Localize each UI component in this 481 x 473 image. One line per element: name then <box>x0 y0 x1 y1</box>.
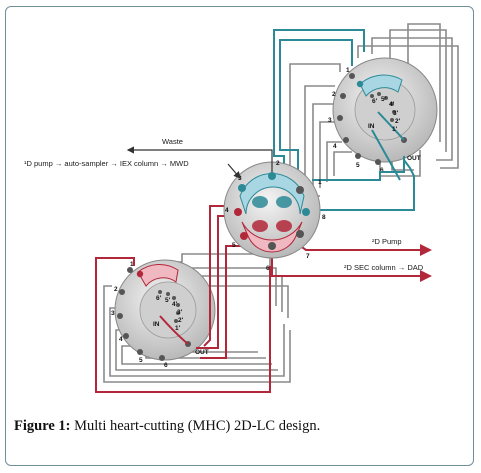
top-port-1p: 1' <box>392 126 398 133</box>
center-port-5: 5 <box>232 242 236 249</box>
top-port-1: 1 <box>346 67 350 74</box>
bottom-port-4p: 4' <box>172 301 178 308</box>
caption-label: Figure 1: <box>14 418 71 434</box>
bottom-port-1: 1 <box>130 261 134 268</box>
top-selector-valve <box>332 57 438 165</box>
top-port-4p: 4' <box>389 101 395 108</box>
bottom-valve-in: IN <box>153 321 160 328</box>
bottom-port-3: 3 <box>111 310 115 317</box>
figure-caption: Figure 1: Multi heart-cutting (MHC) 2D-L… <box>14 418 320 435</box>
bottom-valve-port-labels: 1 2 3 4 5 6 6' 5' 4' 3' 2' 1' IN OUT <box>111 261 209 369</box>
bottom-port-2p: 2' <box>178 317 184 324</box>
bottom-port-6p: 6' <box>156 295 162 302</box>
caption-text: Multi heart-cutting (MHC) 2D-LC design. <box>74 418 321 434</box>
bottom-port-3p: 3' <box>177 309 183 316</box>
top-port-5p: 5' <box>381 96 387 103</box>
center-port-6: 6 <box>266 265 270 272</box>
bottom-valve-out: OUT <box>195 349 209 356</box>
top-valve-in: IN <box>368 123 375 130</box>
top-port-2: 2 <box>332 91 336 98</box>
bottom-port-1p: 1' <box>175 325 181 332</box>
d1-pump-path-label: ¹D pump → auto-sampler → IEX column → MW… <box>24 159 189 168</box>
top-valve-port-labels: 1 2 3 4 5 6 6' 5' 4' 3' 2' 1' IN OUT <box>328 67 421 174</box>
d2-pump-label: ²D Pump <box>372 237 402 246</box>
center-port-7: 7 <box>306 253 310 260</box>
d2-sec-label: ²D SEC column → DAD <box>344 263 424 272</box>
top-port-4: 4 <box>333 143 337 150</box>
top-port-5: 5 <box>356 162 360 169</box>
bottom-port-5p: 5' <box>165 297 171 304</box>
bottom-port-5: 5 <box>139 357 143 364</box>
waste-label: Waste <box>162 137 183 146</box>
top-port-6p: 6' <box>372 98 378 105</box>
bottom-port-2: 2 <box>114 286 118 293</box>
figure-frame <box>5 6 474 466</box>
bottom-selector-valve <box>114 259 216 361</box>
bottom-port-4: 4 <box>119 336 123 343</box>
center-switching-valve <box>223 161 321 259</box>
top-port-3p: 3' <box>393 110 399 117</box>
center-port-8: 8 <box>322 214 326 221</box>
top-port-6: 6 <box>380 167 384 174</box>
bottom-port-6: 6 <box>164 362 168 369</box>
center-port-1: 1 <box>318 179 322 186</box>
top-port-2p: 2' <box>395 118 401 125</box>
center-port-2: 2 <box>276 160 280 167</box>
top-port-3: 3 <box>328 117 332 124</box>
external-flow-lines <box>126 146 273 179</box>
top-valve-out: OUT <box>407 155 421 162</box>
center-port-4: 4 <box>225 207 229 214</box>
